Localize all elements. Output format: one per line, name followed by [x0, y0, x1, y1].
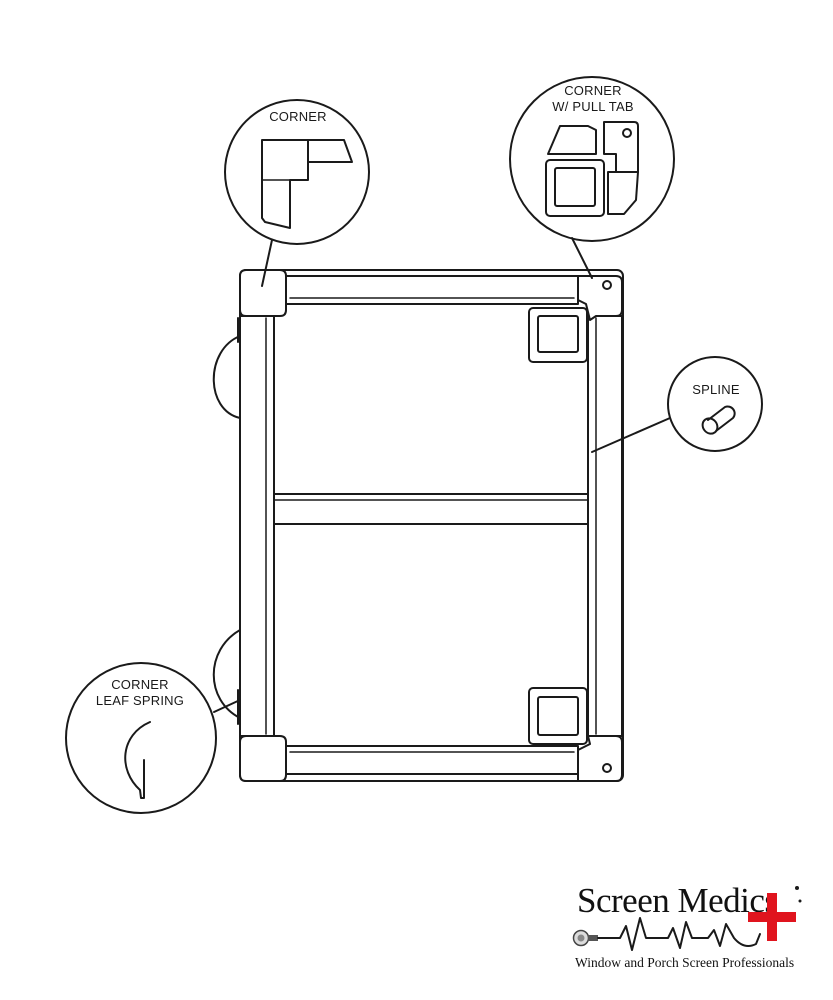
callout-leaf-spring: CORNER LEAF SPRING — [65, 662, 241, 814]
callout-corner-pull-tab: CORNER W/ PULL TAB — [509, 76, 675, 279]
center-cross-bar — [273, 493, 589, 525]
callout-corner: CORNER — [224, 99, 370, 287]
corner-top-right-pull-tab — [528, 275, 623, 363]
spline-icon — [707, 405, 736, 432]
callout-pull-tab-label-line2: W/ PULL TAB — [552, 99, 633, 114]
red-cross-icon — [748, 893, 796, 941]
pull-tab-icon-top-right — [603, 121, 639, 173]
callout-spline: SPLINE — [591, 356, 763, 453]
pull-tab-icon-square — [545, 159, 605, 217]
leaf-spring-icon — [124, 721, 151, 799]
brand-logo: Screen Medics Window and Porch Screen Pr… — [572, 881, 802, 970]
callout-corner-leader — [261, 239, 273, 287]
callout-pull-tab-leader — [571, 237, 593, 279]
callout-pull-tab-label-line1: CORNER — [564, 83, 622, 98]
callout-corner-label: CORNER — [269, 109, 327, 124]
callout-leaf-spring-circle — [65, 662, 217, 814]
brand-tagline: Window and Porch Screen Professionals — [575, 955, 794, 970]
callout-leaf-spring-leader — [213, 699, 241, 713]
callout-leaf-spring-label-line2: LEAF SPRING — [96, 693, 184, 708]
stethoscope-icon — [572, 917, 761, 951]
pull-tab-icon-top-left — [547, 125, 597, 155]
corner-top-left — [239, 269, 287, 317]
callout-spline-leader — [591, 417, 671, 453]
corner-bottom-right-pull-tab — [528, 687, 623, 782]
brand-name: Screen Medics — [577, 881, 778, 920]
pull-tab-bottom — [528, 687, 588, 745]
pull-tab-top — [528, 307, 588, 363]
callout-spline-circle — [667, 356, 763, 452]
left-bulge-bottom — [212, 629, 241, 719]
corner-bottom-left — [239, 735, 287, 782]
left-bulge-top — [212, 335, 241, 419]
callout-leaf-spring-label-line1: CORNER — [111, 677, 169, 692]
callout-spline-label: SPLINE — [692, 382, 740, 397]
heartbeat-line — [597, 917, 761, 951]
